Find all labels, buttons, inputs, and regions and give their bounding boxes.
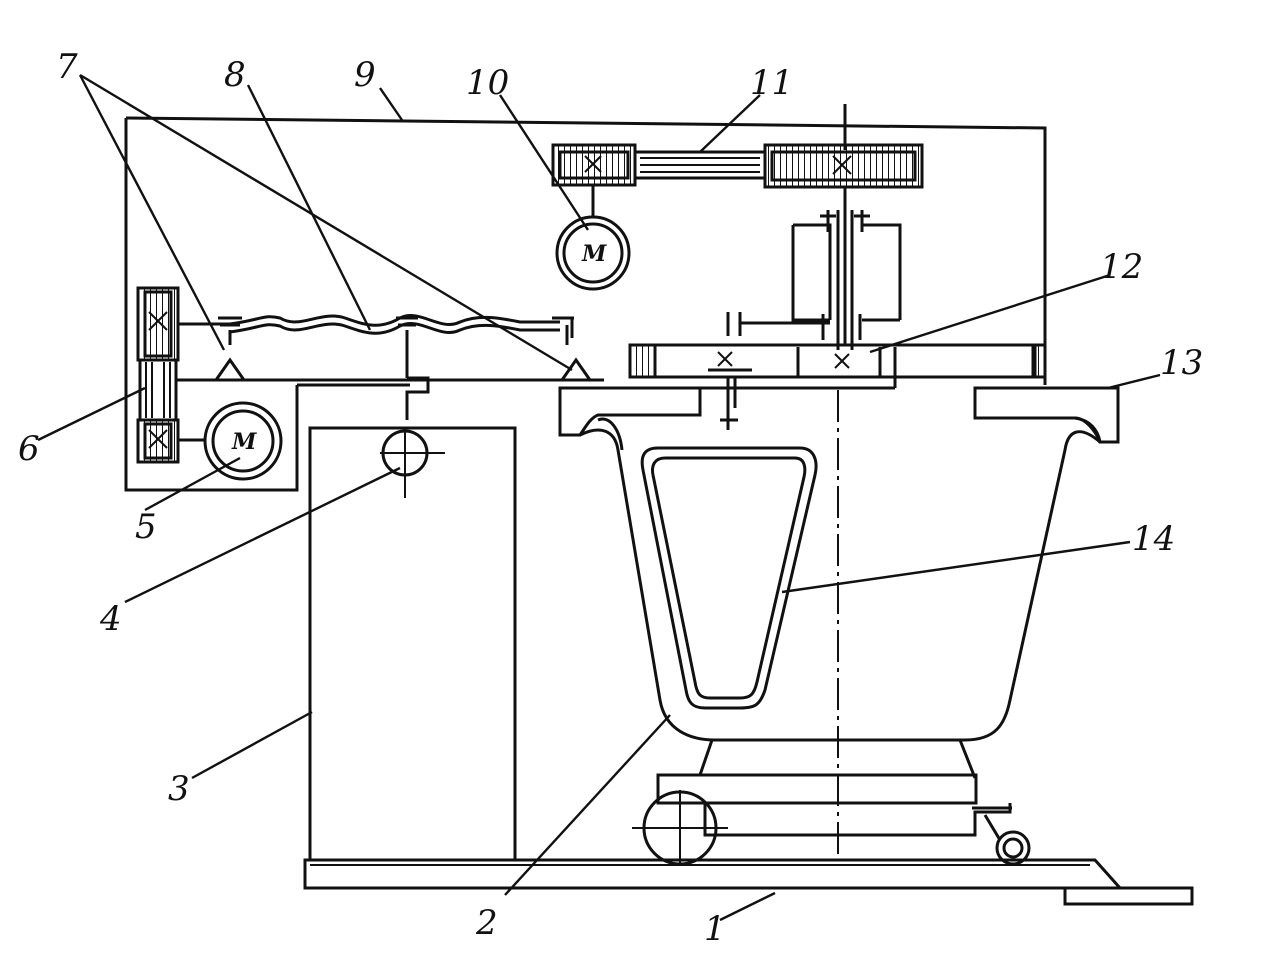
belt-drive-6 bbox=[136, 286, 230, 464]
label-9: 9 bbox=[354, 55, 376, 95]
label-11: 11 bbox=[750, 63, 793, 103]
column-body bbox=[308, 426, 517, 862]
lead-screw-8 bbox=[176, 314, 604, 382]
label-4: 4 bbox=[99, 599, 122, 639]
base-plate bbox=[303, 858, 1194, 906]
leader-lines bbox=[37, 73, 1161, 922]
label-13: 13 bbox=[1160, 343, 1203, 383]
mixing-bowl-2 bbox=[579, 416, 1102, 779]
motor-10: M bbox=[555, 186, 631, 291]
label-12: 12 bbox=[1100, 247, 1143, 287]
bowl-trolley bbox=[632, 773, 1031, 866]
label-6: 6 bbox=[18, 429, 40, 469]
motor-5: M bbox=[203, 401, 283, 481]
motor-10-symbol: M bbox=[581, 241, 607, 267]
label-2: 2 bbox=[475, 903, 498, 943]
label-10: 10 bbox=[466, 63, 509, 103]
planetary-carrier-12 bbox=[628, 343, 1047, 390]
label-3: 3 bbox=[168, 769, 190, 809]
motor-5-symbol: M bbox=[231, 429, 257, 455]
label-7: 7 bbox=[56, 47, 78, 87]
lifting-nut-4 bbox=[380, 376, 445, 498]
label-14: 14 bbox=[1132, 519, 1175, 559]
label-8: 8 bbox=[224, 55, 246, 95]
upper-housing bbox=[124, 116, 1047, 492]
label-1: 1 bbox=[704, 909, 726, 948]
stirrer-paddle-14 bbox=[640, 446, 818, 710]
part-labels: 7 8 9 10 11 12 13 14 6 5 4 3 2 1 bbox=[18, 47, 1203, 949]
label-5: 5 bbox=[135, 507, 157, 547]
belt-drive-11 bbox=[551, 143, 924, 189]
